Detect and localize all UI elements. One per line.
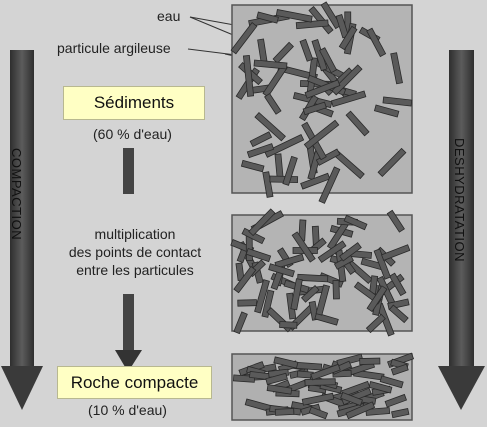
clay-particle bbox=[384, 393, 408, 408]
clay-particle bbox=[339, 242, 362, 262]
water-label: eau bbox=[157, 8, 181, 24]
clay-particle bbox=[318, 47, 338, 74]
clay-particle bbox=[246, 143, 275, 159]
clay-particle bbox=[391, 407, 410, 419]
clay-particle bbox=[318, 166, 341, 204]
clay-particle bbox=[300, 284, 320, 303]
clay-particle bbox=[282, 155, 298, 186]
sediments-label: Sédiments bbox=[63, 86, 205, 120]
clay-particle bbox=[268, 263, 295, 278]
clay-particle bbox=[308, 406, 329, 420]
clay-particle bbox=[256, 11, 279, 24]
clay-particle bbox=[343, 214, 368, 231]
clay-particle bbox=[233, 311, 248, 335]
clay-particle bbox=[301, 392, 335, 406]
clay-particle bbox=[320, 1, 342, 30]
clay-particle bbox=[279, 321, 298, 329]
clay-particle bbox=[366, 285, 388, 313]
clay-particle bbox=[297, 273, 329, 283]
clay-particle bbox=[299, 38, 314, 62]
clay-particle bbox=[304, 79, 341, 99]
clay-particle bbox=[336, 353, 364, 367]
clay-particle bbox=[368, 381, 393, 394]
clay-particle bbox=[310, 363, 341, 381]
clay-particle bbox=[254, 279, 270, 314]
clay-particle bbox=[315, 148, 341, 166]
clay-particle bbox=[314, 312, 339, 326]
clay-particle bbox=[331, 64, 363, 96]
contact-points-caption: multiplication des points de contact ent… bbox=[50, 225, 220, 279]
compact-particles bbox=[232, 352, 415, 420]
clay-particle bbox=[338, 25, 358, 51]
intermediate-particles bbox=[230, 208, 411, 337]
clay-particle bbox=[262, 171, 274, 198]
compaction-label: COMPACTION bbox=[9, 148, 24, 241]
dehydration-label: DESHYDRATATION bbox=[452, 138, 467, 263]
clay-particle bbox=[379, 375, 404, 389]
clay-particle bbox=[264, 134, 305, 158]
clay-particle bbox=[240, 159, 265, 173]
clay-particle bbox=[373, 104, 400, 118]
clay-particle bbox=[366, 27, 387, 58]
clay-particle bbox=[390, 52, 403, 85]
clay-particle bbox=[390, 363, 409, 376]
clay-particle bbox=[302, 101, 327, 116]
clay-particle bbox=[253, 59, 288, 70]
clay-particle bbox=[254, 112, 286, 142]
clay-particle bbox=[295, 19, 329, 30]
dehydration-arrow bbox=[438, 50, 485, 410]
process-arrow bbox=[115, 148, 142, 372]
clay-particle bbox=[237, 299, 257, 307]
sediment-particles bbox=[230, 1, 413, 204]
contact-caption-line-3: entre les particules bbox=[76, 262, 194, 278]
clay-particle bbox=[388, 304, 409, 324]
clay-particle bbox=[330, 90, 367, 108]
clay-particle bbox=[265, 372, 288, 386]
clay-particle bbox=[382, 96, 413, 107]
contact-caption-line-1: multiplication bbox=[94, 226, 176, 242]
clay-particle bbox=[275, 9, 313, 23]
clay-particle bbox=[386, 209, 405, 233]
clay-particle bbox=[373, 248, 391, 280]
clay-particle bbox=[340, 391, 363, 407]
compact-rock-water-content: (10 % d'eau) bbox=[88, 402, 167, 418]
clay-particle bbox=[300, 172, 331, 190]
clay-particle bbox=[291, 231, 316, 263]
contact-caption-line-2: des points de contact bbox=[68, 244, 202, 260]
clay-particle bbox=[248, 208, 276, 237]
clay-particle bbox=[345, 110, 370, 137]
clay-particle bbox=[377, 147, 407, 178]
clay-particle bbox=[365, 313, 386, 334]
clay-particle bbox=[359, 357, 381, 365]
clay-particle bbox=[266, 384, 293, 395]
clay-particle bbox=[303, 119, 340, 150]
clay-particle bbox=[242, 54, 255, 97]
sediments-water-content: (60 % d'eau) bbox=[93, 126, 172, 142]
clay-particle bbox=[381, 244, 411, 261]
clay-particle bbox=[304, 378, 336, 386]
compaction-arrow bbox=[1, 50, 43, 410]
clay-particle bbox=[290, 278, 303, 311]
clay-particle bbox=[261, 289, 275, 318]
clay-particle bbox=[233, 265, 257, 294]
clay-particle bbox=[295, 361, 323, 371]
clay-particle bbox=[332, 280, 340, 300]
clay-particle bbox=[274, 408, 295, 416]
clay-particle bbox=[345, 401, 376, 420]
clay-particle bbox=[388, 272, 407, 297]
compact-rock-label: Roche compacte bbox=[57, 366, 212, 399]
clay-particle bbox=[365, 407, 391, 416]
clay-particle bbox=[315, 284, 330, 316]
clay-particle bbox=[273, 356, 299, 369]
clay-particle bbox=[245, 247, 272, 263]
clay-particle bbox=[249, 131, 273, 148]
clay-particle bbox=[264, 93, 282, 115]
clay-particle bbox=[272, 41, 294, 64]
clay-particle bbox=[230, 22, 258, 55]
clay-particle-label: particule argileuse bbox=[57, 40, 171, 56]
clay-particle bbox=[317, 240, 347, 263]
